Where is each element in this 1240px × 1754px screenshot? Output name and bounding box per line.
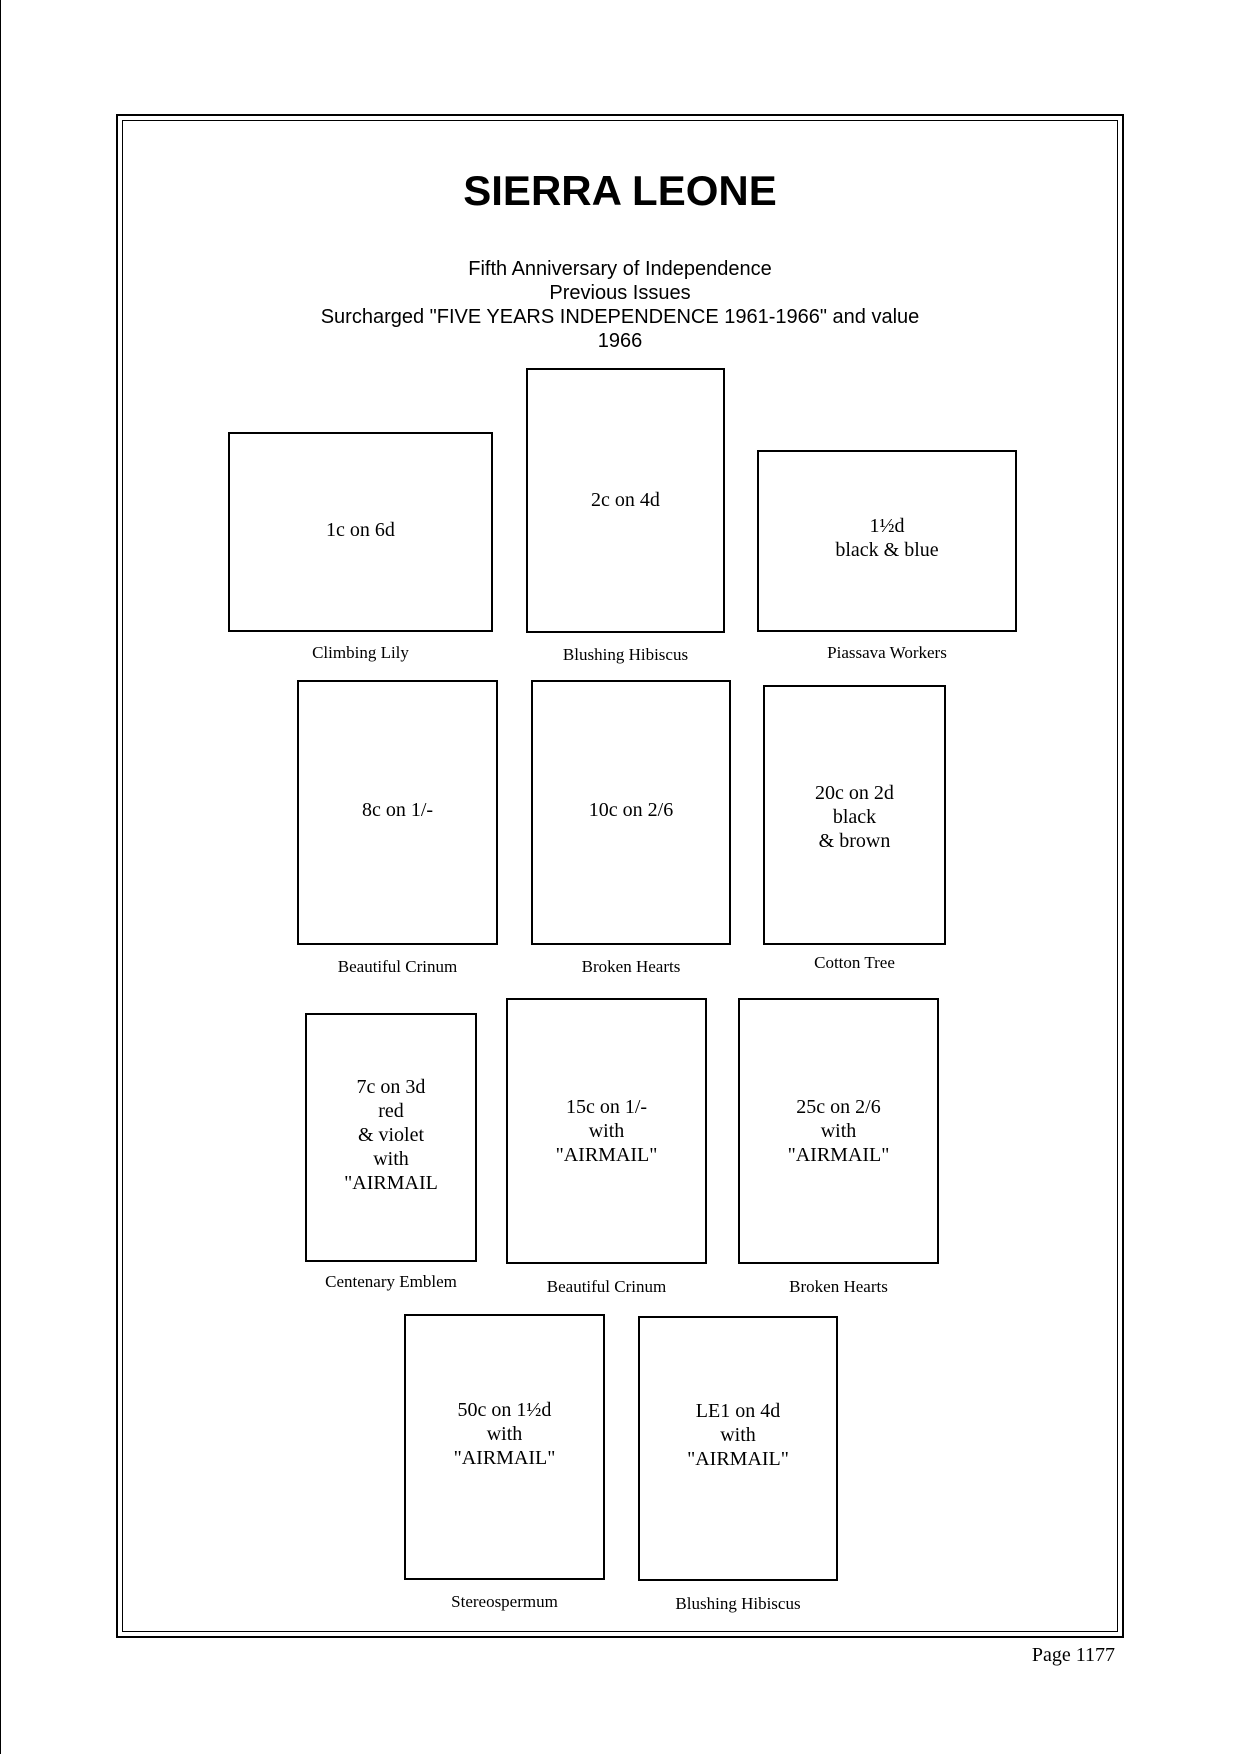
stamp-description: red <box>378 1100 404 1122</box>
subtitle-line: Surcharged "FIVE YEARS INDEPENDENCE 1961… <box>320 306 920 328</box>
stamp-description: 1½d <box>869 515 905 537</box>
stamp-caption: Piassava Workers <box>827 643 947 662</box>
album-frame-outer <box>116 114 1124 1638</box>
page-number: Page 1177 <box>1031 1644 1115 1666</box>
stamp-box: 1½d black & blue <box>757 450 1017 632</box>
stamp-box: 7c on 3d red & violet with "AIRMAIL <box>305 1013 477 1262</box>
stamp-description: "AIRMAIL" <box>453 1447 556 1469</box>
stamp-box: 50c on 1½d with "AIRMAIL" <box>404 1314 605 1580</box>
stamp-description: & brown <box>818 830 891 852</box>
stamp-caption: Broken Hearts <box>789 1277 888 1296</box>
stamp-box: 25c on 2/6 with "AIRMAIL" <box>738 998 939 1264</box>
stamp-description: 2c on 4d <box>591 489 660 511</box>
stamp-description: 25c on 2/6 <box>796 1096 881 1118</box>
stamp-description: LE1 on 4d <box>695 1400 781 1422</box>
stamp-description: "AIRMAIL" <box>687 1448 789 1470</box>
stamp-description: "AIRMAIL" <box>555 1144 658 1166</box>
stamp-description: 15c on 1/- <box>565 1096 648 1118</box>
stamp-description: "AIRMAIL <box>344 1172 438 1194</box>
stamp-caption: Beautiful Crinum <box>337 957 458 976</box>
stamp-box: 1c on 6d <box>228 432 493 632</box>
stamp-box: 20c on 2d black & brown <box>763 685 946 945</box>
stamp-caption: Broken Hearts <box>581 957 681 976</box>
stamp-description: & violet <box>357 1124 425 1146</box>
stamp-box: LE1 on 4d with "AIRMAIL" <box>638 1316 838 1581</box>
stamp-description: 20c on 2d <box>815 782 894 804</box>
stamp-description: with <box>486 1423 523 1445</box>
stamp-box: 2c on 4d <box>526 368 725 633</box>
stamp-caption: Cotton Tree <box>814 953 895 972</box>
stamp-caption: Climbing Lily <box>312 643 409 662</box>
stamp-description: 1c on 6d <box>326 519 395 541</box>
page-edge <box>0 0 1 1754</box>
stamp-box: 8c on 1/- <box>297 680 498 945</box>
page-subtitle: Fifth Anniversary of Independence Previo… <box>0 257 1240 353</box>
stamp-caption: Blushing Hibiscus <box>675 1594 801 1613</box>
stamp-box: 10c on 2/6 <box>531 680 731 945</box>
stamp-description: with <box>720 1424 756 1446</box>
stamp-caption: Beautiful Crinum <box>546 1277 667 1296</box>
stamp-caption: Stereospermum <box>451 1592 558 1611</box>
stamp-description: with <box>820 1120 857 1142</box>
stamp-caption: Blushing Hibiscus <box>562 645 689 664</box>
stamp-description: with <box>373 1148 409 1170</box>
stamp-description: 7c on 3d <box>356 1076 426 1098</box>
stamp-description: 50c on 1½d <box>457 1399 552 1421</box>
subtitle-line: Fifth Anniversary of Independence <box>468 258 772 280</box>
stamp-caption: Centenary Emblem <box>325 1272 457 1291</box>
page-title: SIERRA LEONE <box>463 167 777 214</box>
subtitle-line: 1966 <box>597 330 643 352</box>
stamp-description: with <box>588 1120 625 1142</box>
stamp-description: 10c on 2/6 <box>588 799 674 821</box>
subtitle-line: Previous Issues <box>549 282 691 304</box>
stamp-description: black <box>832 806 877 828</box>
stamp-description: 8c on 1/- <box>361 799 434 821</box>
stamp-description: "AIRMAIL" <box>787 1144 890 1166</box>
stamp-box: 15c on 1/- with "AIRMAIL" <box>506 998 707 1264</box>
stamp-description: black & blue <box>835 539 939 561</box>
album-frame-inner <box>122 120 1118 1632</box>
